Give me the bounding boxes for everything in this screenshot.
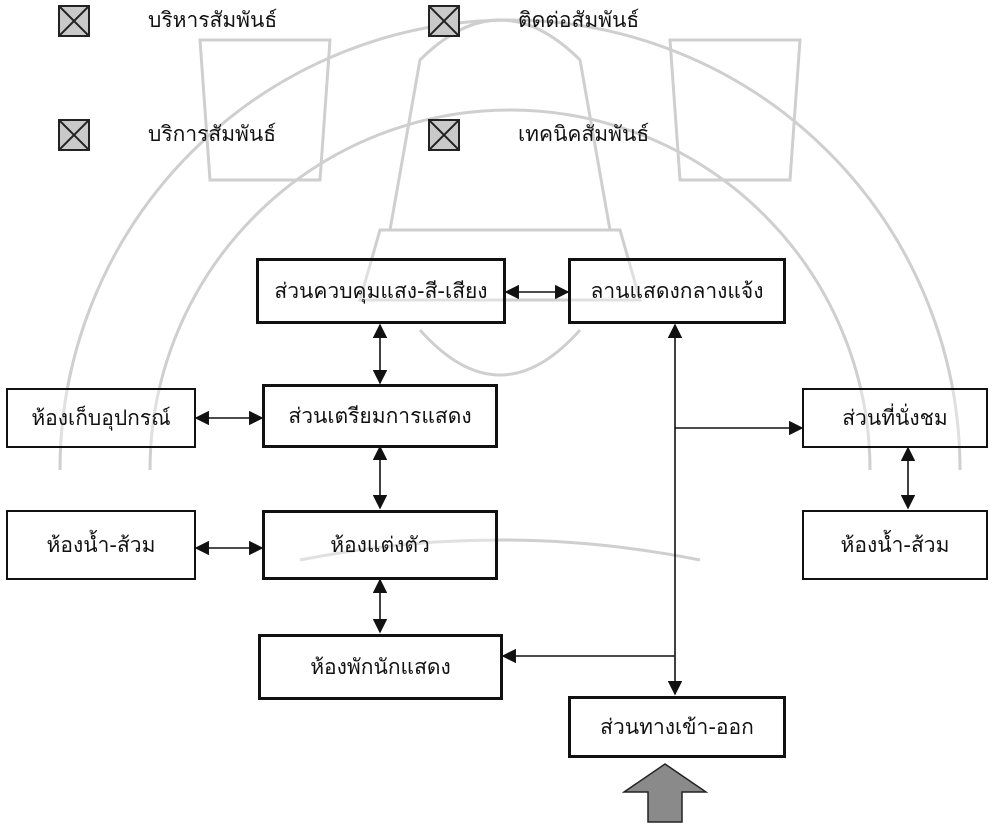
node-restroom-left: ห้องน้ำ-ส้วม [6,510,196,580]
node-restroom-right: ห้องน้ำ-ส้วม [802,510,988,580]
node-control-booth: ส่วนควบคุมแสง-สี-เสียง [256,258,506,324]
crossed-box-icon [428,4,460,37]
legend-label: บริการสัมพันธ์ [148,122,277,146]
legend-label: เทคนิคสัมพันธ์ [518,122,650,146]
node-performer-lounge: ห้องพักนักแสดง [258,634,503,700]
legend-item-technical: เทคนิคสัมพันธ์ [428,118,649,151]
legend-label: ติดต่อสัมพันธ์ [518,8,640,32]
legend-item-service: บริการสัมพันธ์ [58,118,276,151]
node-audience-seating: ส่วนที่นั่งชม [802,388,988,448]
node-storage-room: ห้องเก็บอุปกรณ์ [6,388,196,448]
crossed-box-icon [58,4,90,37]
crossed-box-icon [58,118,90,151]
node-entrance-exit: ส่วนทางเข้า-ออก [568,696,786,758]
node-prep-area: ส่วนเตรียมการแสดง [262,384,498,448]
node-outdoor-stage: ลานแสดงกลางแจ้ง [568,258,786,324]
node-dressing-room: ห้องแต่งตัว [262,510,498,580]
legend-item-admin: บริหารสัมพันธ์ [58,4,277,37]
legend-label: บริหารสัมพันธ์ [148,8,278,32]
legend-item-contact: ติดต่อสัมพันธ์ [428,4,639,37]
entry-arrow-icon [622,763,708,823]
crossed-box-icon [428,118,460,151]
